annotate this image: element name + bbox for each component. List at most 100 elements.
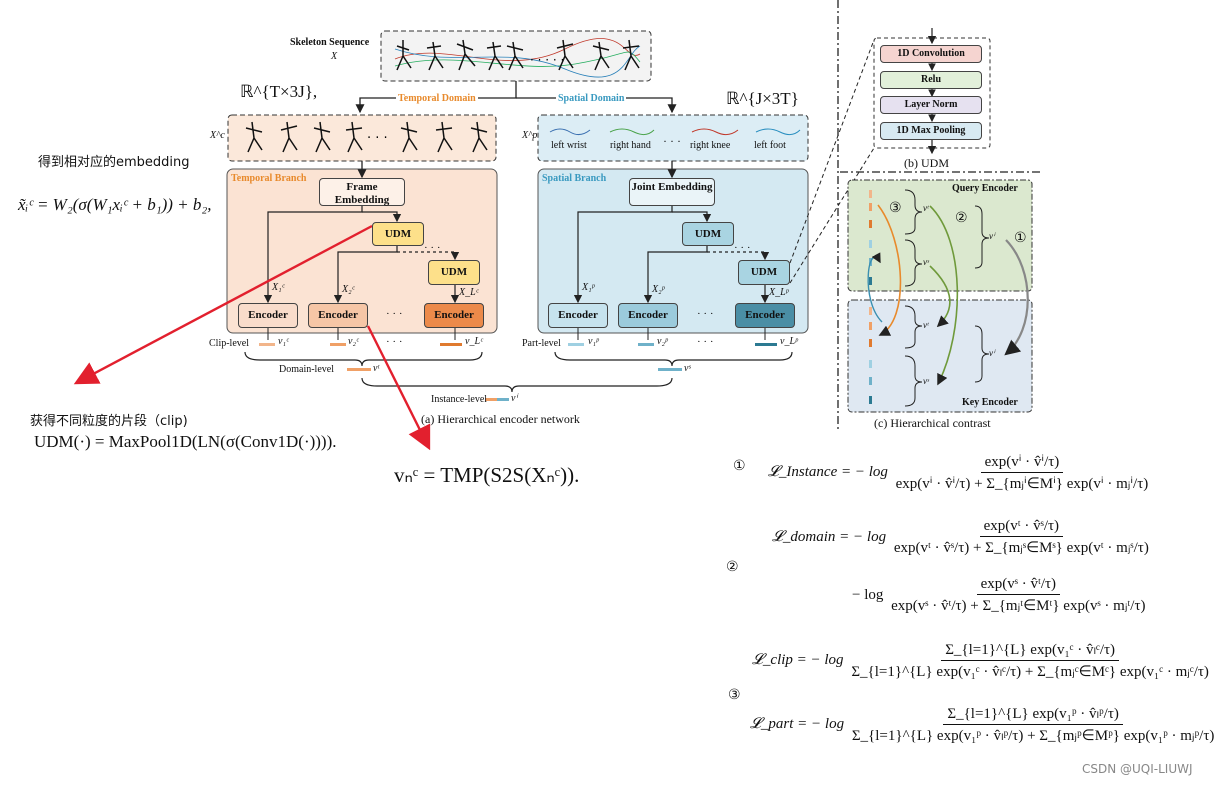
x1c-label: X₁ᶜ [272, 282, 285, 293]
spatial-encoder-2: Encoder [618, 303, 678, 328]
joint-right-hand: right hand [610, 140, 651, 151]
vi-label: vⁱ [511, 393, 518, 404]
loss-part: 𝓛_part = − log Σ_{l=1}^{L} exp(v₁ᵖ · v̂ₗ… [750, 704, 1217, 745]
loss-domain-numerator-2: exp(vˢ · v̂ᵗ/τ) [976, 576, 1061, 595]
contrast-mark-3: ③ [889, 200, 902, 216]
caption-c: (c) Hierarchical contrast [874, 416, 991, 430]
loss-clip-fraction: Σ_{l=1}^{L} exp(v₁ᶜ · v̂ₗᶜ/τ) Σ_{l=1}^{L… [847, 640, 1213, 681]
temporal-skeletons: · · · [245, 121, 488, 153]
x1p-label: X₁ᵖ [582, 282, 595, 293]
joint-ellipsis: · · · [663, 134, 681, 148]
loss-instance-fraction: exp(vⁱ · v̂ⁱ/τ) exp(vⁱ · v̂ⁱ/τ) + Σ_{mⱼⁱ… [892, 452, 1153, 493]
spatial-branch-title: Spatial Branch [542, 173, 607, 184]
loss-clip: 𝓛_clip = − log Σ_{l=1}^{L} exp(v₁ᶜ · v̂ₗ… [752, 640, 1213, 681]
loss-part-numerator: Σ_{l=1}^{L} exp(v₁ᵖ · v̂ₗᵖ/τ) [943, 704, 1123, 725]
loss-domain-minus: − log [852, 586, 884, 603]
skeleton-figures: · · · · · [394, 38, 641, 78]
spatial-branch-panel [537, 168, 809, 334]
loss-domain-numerator-1: exp(vᵗ · v̂ˢ/τ) [979, 518, 1064, 537]
udm-layer-maxpool: 1D Max Pooling [880, 122, 982, 140]
spatial-udm-ellipsis: · · · [734, 242, 751, 254]
note-embedding: 得到相对应的embedding [38, 155, 190, 170]
key-vt: vᵗ [923, 320, 929, 330]
x2c-label: X₂ᶜ [342, 284, 355, 295]
skeleton-sequence-label: Skeleton Sequence [290, 37, 370, 48]
key-encoder-panel [847, 299, 1033, 413]
loss-domain-fraction-2: exp(vˢ · v̂ᵗ/τ) exp(vˢ · v̂ᵗ/τ) + Σ_{mⱼᵗ… [887, 576, 1149, 615]
svg-text:· · · · ·: · · · · · [530, 53, 564, 67]
joint-embedding-box: Joint Embedding [629, 178, 715, 206]
query-encoder-title: Query Encoder [952, 183, 1018, 194]
temporal-encoder-1: Encoder [238, 303, 298, 328]
query-vi: vⁱ [989, 231, 995, 241]
loss-instance: 𝓛_Instance = − log exp(vⁱ · v̂ⁱ/τ) exp(v… [768, 452, 1152, 493]
loss-domain-lhs: 𝓛_domain = − log [772, 528, 887, 545]
key-encoder-title: Key Encoder [962, 397, 1018, 408]
watermark: CSDN @UQI-LIUWJ [1082, 762, 1193, 776]
skeleton-sequence-box [380, 30, 652, 82]
v2c-label: v₂ᶜ [348, 336, 359, 347]
query-encoder-panel [847, 179, 1033, 292]
udm-layer-relu: Relu [880, 71, 982, 89]
loss-domain-2: − log exp(vˢ · v̂ᵗ/τ) exp(vˢ · v̂ᵗ/τ) + … [852, 576, 1150, 615]
temporal-udm-1: UDM [372, 222, 424, 246]
spatial-udm-1: UDM [682, 222, 734, 246]
part-level-label: Part-level [522, 338, 561, 349]
key-vs: vˢ [923, 376, 929, 386]
x-symbol: X [331, 51, 338, 62]
loss-part-lhs: 𝓛_part = − log [750, 715, 845, 732]
loss-domain-1: 𝓛_domain = − log exp(vᵗ · v̂ˢ/τ) exp(vᵗ … [772, 518, 1153, 557]
temporal-space-label: ℝ^{T×3J}, [240, 82, 318, 101]
loss-instance-lhs: 𝓛_Instance = − log [768, 463, 888, 480]
temporal-encoder-l: Encoder [424, 303, 484, 328]
xp-symbol: X^p [522, 130, 538, 141]
temporal-udm-l: UDM [428, 260, 480, 285]
spatial-domain-label: Spatial Domain [556, 93, 627, 104]
domain-level-label: Domain-level [279, 364, 334, 375]
loss-domain-denominator-2: exp(vˢ · v̂ᵗ/τ) + Σ_{mⱼᵗ∈Mᵗ} exp(vˢ · mⱼ… [891, 598, 1146, 614]
v1p-label: v₁ᵖ [588, 336, 599, 347]
vlp-label: v_Lᵖ [780, 336, 798, 347]
eq-tmp: vₙᶜ = TMP(S2S(Xₙᶜ)). [394, 463, 580, 487]
clip-ellipsis: · · · [386, 336, 403, 348]
vlc-label: v_Lᶜ [465, 336, 483, 347]
loss-instance-numerator: exp(vⁱ · v̂ⁱ/τ) [980, 452, 1064, 473]
frame-embedding-box: Frame Embedding [319, 178, 405, 206]
eq-udm: UDM(·) = MaxPool1D(LN(σ(Conv1D(·)))). [34, 432, 337, 451]
udm-layer-layernorm: Layer Norm [880, 96, 982, 114]
joint-left-foot: left foot [754, 140, 786, 151]
udm-layer-conv: 1D Convolution [880, 45, 982, 63]
spatial-input-box [537, 114, 809, 162]
svg-text:· · ·: · · · [367, 131, 388, 146]
temporal-branch-title: Temporal Branch [231, 173, 307, 184]
loss-part-denominator: Σ_{l=1}^{L} exp(v₁ᵖ · v̂ₗᵖ/τ) + Σ_{mⱼᵖ∈M… [851, 728, 1215, 744]
temporal-encoder-2: Encoder [308, 303, 368, 328]
spatial-space-label: ℝ^{J×3T} [726, 89, 799, 108]
loss-domain-denominator-1: exp(vᵗ · v̂ˢ/τ) + Σ_{mⱼˢ∈Mˢ} exp(vᵗ · mⱼ… [893, 540, 1149, 556]
x2p-label: X₂ᵖ [652, 284, 665, 295]
clip-level-label: Clip-level [209, 338, 249, 349]
instance-level-label: Instance-level [431, 394, 488, 405]
temporal-encoder-ellipsis: · · · [386, 308, 403, 320]
query-vt: vᵗ [923, 203, 929, 213]
loss-mark-1: ① [733, 458, 746, 474]
spatial-encoder-l: Encoder [735, 303, 795, 328]
caption-b: (b) UDM [904, 156, 949, 170]
loss-part-fraction: Σ_{l=1}^{L} exp(v₁ᵖ · v̂ₗᵖ/τ) Σ_{l=1}^{L… [848, 704, 1217, 745]
v2p-label: v₂ᵖ [657, 336, 668, 347]
query-vs: vˢ [923, 257, 929, 267]
key-vi: vⁱ [989, 348, 995, 358]
vs-label: vˢ [684, 363, 691, 374]
loss-instance-denominator: exp(vⁱ · v̂ⁱ/τ) + Σ_{mⱼⁱ∈Mⁱ} exp(vⁱ · mⱼ… [895, 476, 1149, 492]
loss-domain-fraction-1: exp(vᵗ · v̂ˢ/τ) exp(vᵗ · v̂ˢ/τ) + Σ_{mⱼˢ… [890, 518, 1153, 557]
joint-right-knee: right knee [690, 140, 731, 151]
caption-a: (a) Hierarchical encoder network [421, 412, 580, 426]
note-clip: 获得不同粒度的片段（clip) [30, 414, 188, 429]
eq-embedding: x̃ᵢᶜ = W₂(σ(W₁xᵢᶜ + b₁)) + b₂, [18, 195, 212, 214]
temporal-domain-label: Temporal Domain [396, 93, 478, 104]
loss-mark-3: ③ [728, 687, 741, 703]
loss-clip-denominator: Σ_{l=1}^{L} exp(v₁ᶜ · v̂ₗᶜ/τ) + Σ_{mⱼᶜ∈M… [851, 664, 1209, 680]
part-ellipsis: · · · [697, 336, 714, 348]
vt-label: vᵗ [373, 363, 380, 374]
joint-left-wrist: left wrist [551, 140, 587, 151]
